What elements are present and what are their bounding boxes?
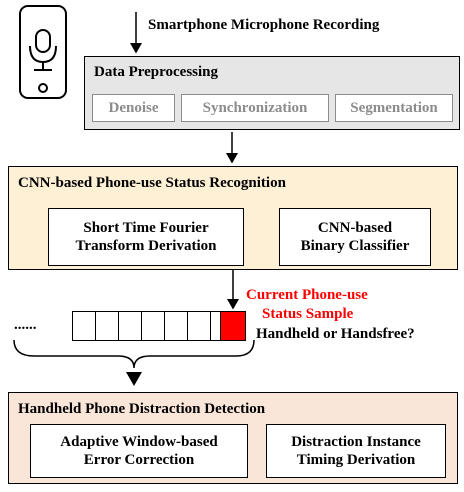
detection-stage-title: Handheld Phone Distraction Detection (18, 401, 266, 417)
timing-line-1: Distraction Instance (291, 434, 421, 450)
awec-line-1: Adaptive Window-based (60, 434, 218, 450)
cnn-classifier-box: CNN-based Binary Classifier (279, 208, 431, 266)
stft-line-2: Transform Derivation (75, 238, 217, 254)
current-sample-label-1: Current Phone-use (246, 287, 368, 303)
sequence-brace (13, 339, 255, 369)
sample-cell (118, 311, 142, 341)
stft-box: Short Time Fourier Transform Derivation (48, 208, 244, 266)
current-sample-cell (220, 311, 246, 341)
denoise-step: Denoise (92, 94, 175, 122)
segmentation-step: Segmentation (335, 94, 453, 122)
sample-cell (164, 311, 188, 341)
classifier-line-1: CNN-based (317, 220, 393, 236)
sample-cell (141, 311, 165, 341)
timing-line-2: Timing Derivation (296, 452, 416, 468)
timing-derivation-box: Distraction Instance Timing Derivation (266, 424, 446, 478)
sample-cell (187, 311, 211, 341)
sample-cell (95, 311, 119, 341)
sequence-ellipsis: ...... (14, 317, 37, 333)
handheld-question: Handheld or Handsfree? (256, 326, 415, 342)
preprocessing-title: Data Preprocessing (94, 64, 219, 80)
synchronization-step: Synchronization (181, 94, 329, 122)
sample-cell (72, 311, 96, 341)
awec-line-2: Error Correction (83, 452, 195, 468)
smartphone-microphone-icon (19, 5, 67, 99)
current-sample-label-2: Status Sample (262, 306, 354, 322)
error-correction-box: Adaptive Window-based Error Correction (30, 424, 248, 478)
stft-line-1: Short Time Fourier (83, 220, 209, 236)
recording-label: Smartphone Microphone Recording (148, 17, 380, 33)
cnn-stage-title: CNN-based Phone-use Status Recognition (18, 175, 286, 191)
classifier-line-2: Binary Classifier (300, 238, 410, 254)
